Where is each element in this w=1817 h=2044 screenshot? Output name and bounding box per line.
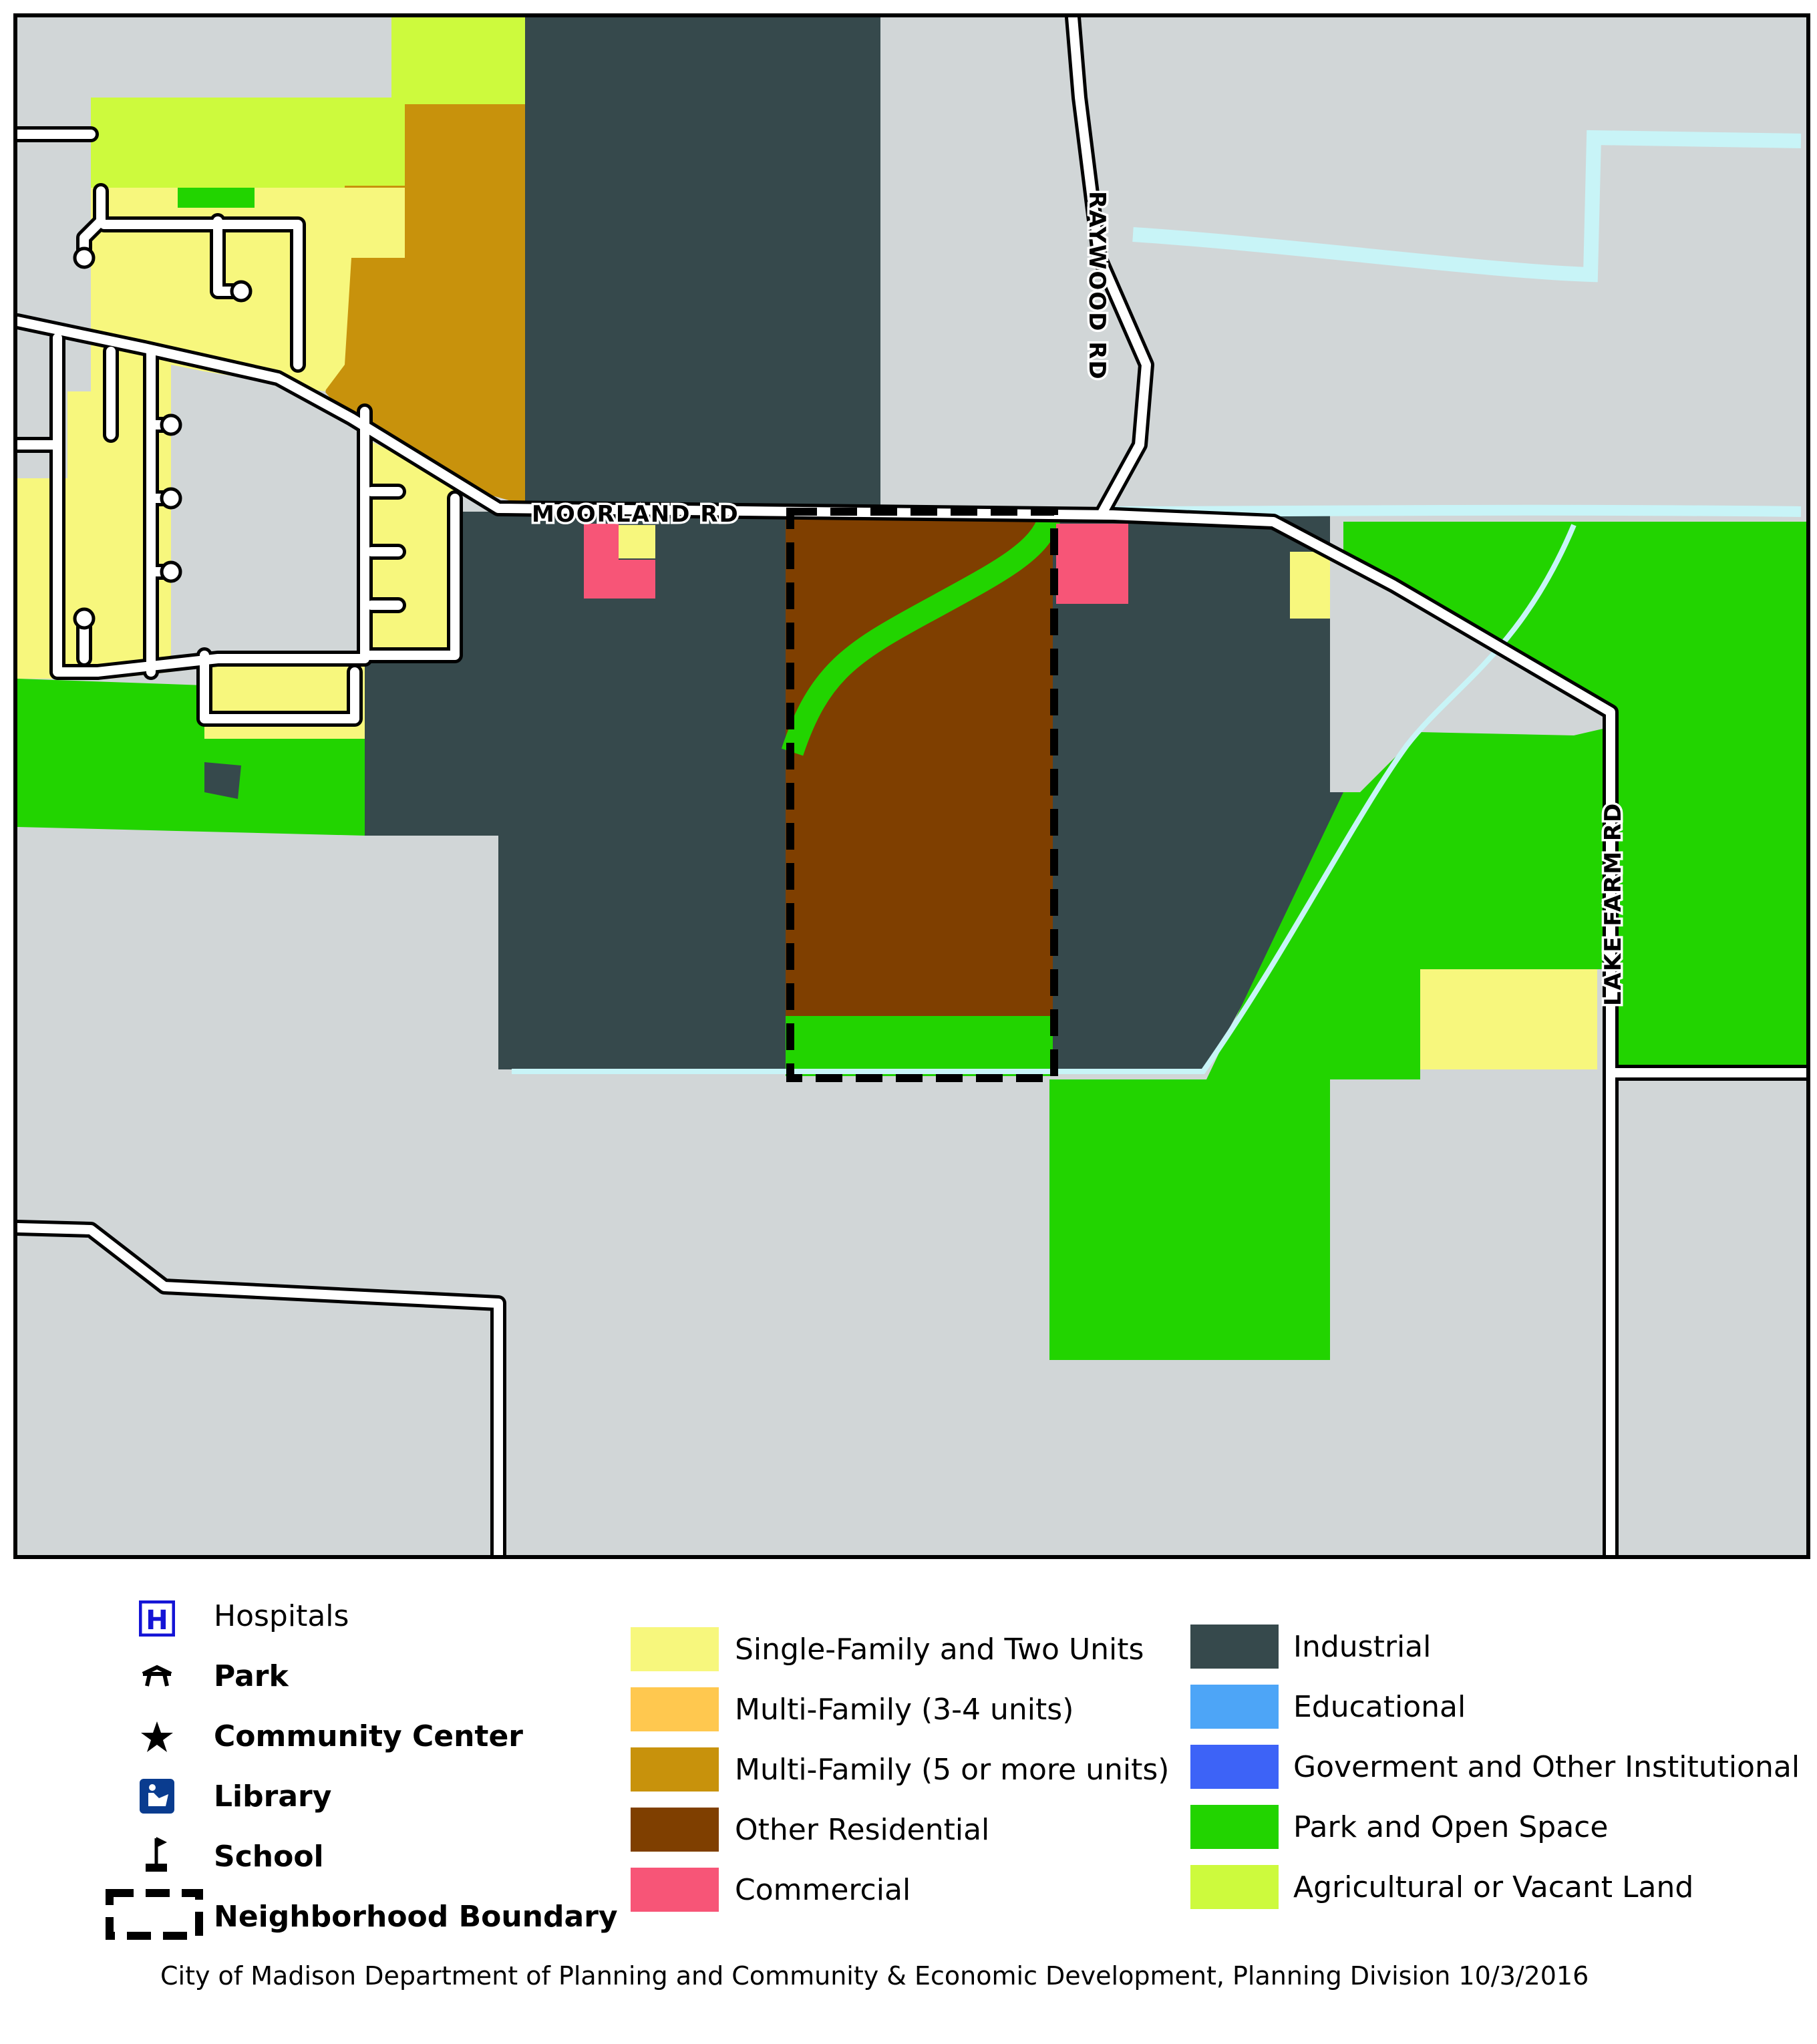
park-parcel-southeast [1049,1079,1330,1360]
library-icon [140,1779,174,1814]
swatch-industrial [1190,1625,1279,1669]
legend-label-school: School [214,1840,324,1874]
park-parcel-west [17,679,365,836]
swatch-single-family [631,1627,719,1671]
legend-label-hospitals: Hospitals [214,1599,349,1633]
single-family-parcel-southeast [1420,969,1597,1069]
label-other-residential: Other Residential [735,1813,990,1847]
hospital-icon: H [139,1600,175,1637]
swatch-multi-family-5 [631,1747,719,1792]
star-icon [141,1721,173,1752]
industrial-parcel-west [365,512,786,1069]
land-use-map[interactable]: MOORLAND RD RAYWOOD RD LAKE FARM RD [17,17,1806,1555]
label-government: Goverment and Other Institutional [1293,1750,1800,1784]
map-frame[interactable]: MOORLAND RD RAYWOOD RD LAKE FARM RD [13,13,1810,1559]
svg-text:H: H [146,1605,168,1636]
park-parcel-east [1343,522,1806,1073]
label-commercial: Commercial [735,1873,911,1907]
stream-north [1132,130,1802,283]
map-legend: H Hospitals Park Community Center Librar… [0,1559,1817,2044]
raywood-road-label: RAYWOOD RD [1084,191,1110,381]
swatch-multi-family-3-4 [631,1687,719,1731]
label-multi-family-3-4: Multi-Family (3-4 units) [735,1693,1074,1727]
swatch-park [1190,1805,1279,1849]
moorland-road-label: MOORLAND RD [532,501,739,528]
single-family-parcel-commercial-adjacent [619,525,655,558]
label-park: Park and Open Space [1293,1810,1609,1844]
park-parcel-small-north [178,188,255,208]
label-agricultural: Agricultural or Vacant Land [1293,1870,1694,1904]
industrial-parcel-north [525,17,880,515]
other-residential-parcel [786,512,1053,1016]
label-multi-family-5: Multi-Family (5 or more units) [735,1753,1170,1787]
legend-label-neighborhood-boundary: Neighborhood Boundary [214,1900,618,1934]
park-parcel-neighborhood-south [786,1016,1053,1076]
label-industrial: Industrial [1293,1630,1432,1664]
vacant-parcel-inner-west [204,371,365,655]
label-educational: Educational [1293,1690,1466,1724]
swatch-educational [1190,1685,1279,1729]
swatch-government [1190,1745,1279,1789]
neighborhood-boundary[interactable] [786,508,1058,1082]
school-flag-icon [146,1837,167,1872]
park-greenway-diagonal [781,514,1061,756]
swatch-agricultural [1190,1865,1279,1909]
neighborhood-boundary-icon [106,1889,203,1940]
stream-south [512,524,1577,1074]
commercial-parcel-west [584,524,655,599]
industrial-parcel-tiny [204,762,241,799]
park-parcel-east-river [1206,725,1617,1079]
swatch-other-residential [631,1808,719,1852]
legend-label-park: Park [214,1659,289,1693]
commercial-parcel-east [1056,524,1128,604]
legend-label-community-center: Community Center [214,1719,524,1753]
park-icon [142,1665,172,1687]
legend-label-library: Library [214,1779,332,1814]
label-single-family: Single-Family and Two Units [735,1633,1144,1667]
single-family-parcel-small [1290,552,1330,619]
lake-farm-road-label: LAKE FARM RD [1600,802,1627,1006]
swatch-commercial [631,1868,719,1912]
credit-line: City of Madison Department of Planning a… [160,1961,1589,1991]
single-family-parcel-northwest [17,188,405,679]
